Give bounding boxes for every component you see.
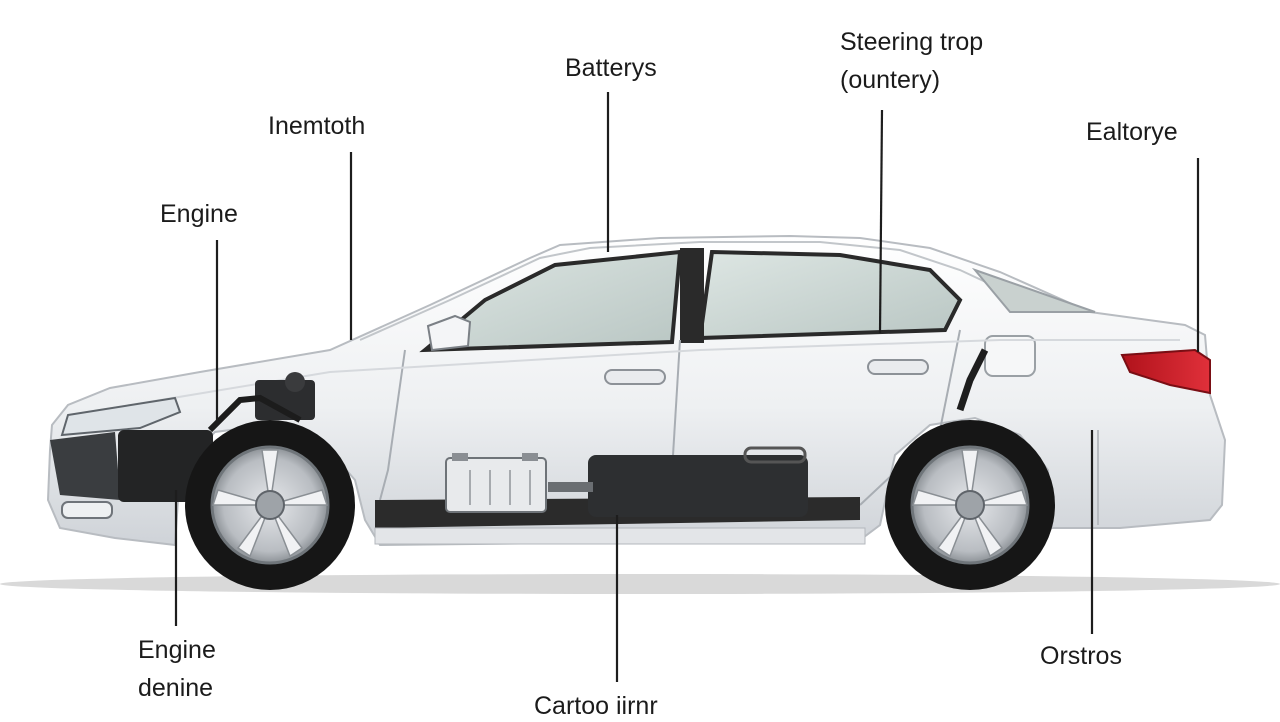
front-bumper-grille (50, 432, 120, 500)
headlight (60, 396, 182, 437)
front-wheel (185, 420, 355, 590)
side-mirror (426, 314, 472, 352)
ground-shadow (0, 574, 1280, 594)
fuel-flap (984, 335, 1036, 377)
rear-wheel (885, 420, 1055, 590)
label-ealtorye: Ealtorye (1086, 118, 1178, 146)
tail-light (1120, 348, 1211, 395)
front-door-handle (604, 369, 666, 385)
label-inemtoth: Inemtoth (268, 112, 366, 140)
label-engine-bottom-line2: denine (138, 674, 214, 702)
label-cartoo: Cartoo iirnr (534, 692, 658, 720)
label-orstros: Orstros (1040, 642, 1122, 670)
rear-door-handle (867, 359, 929, 375)
label-steering-line2: (ountery) (840, 66, 941, 94)
front-window (419, 249, 683, 353)
leader-steering (878, 109, 884, 334)
label-steering-line1: Steering trop (840, 28, 984, 56)
label-batteries: Batterys (565, 54, 657, 82)
fog-light (61, 501, 113, 519)
label-engine-bottom-line1: Engine (138, 636, 216, 664)
battery-pack (445, 453, 547, 513)
rear-charging-cable (956, 348, 989, 412)
battery-module (548, 446, 808, 517)
label-engine-top: Engine (160, 200, 238, 228)
